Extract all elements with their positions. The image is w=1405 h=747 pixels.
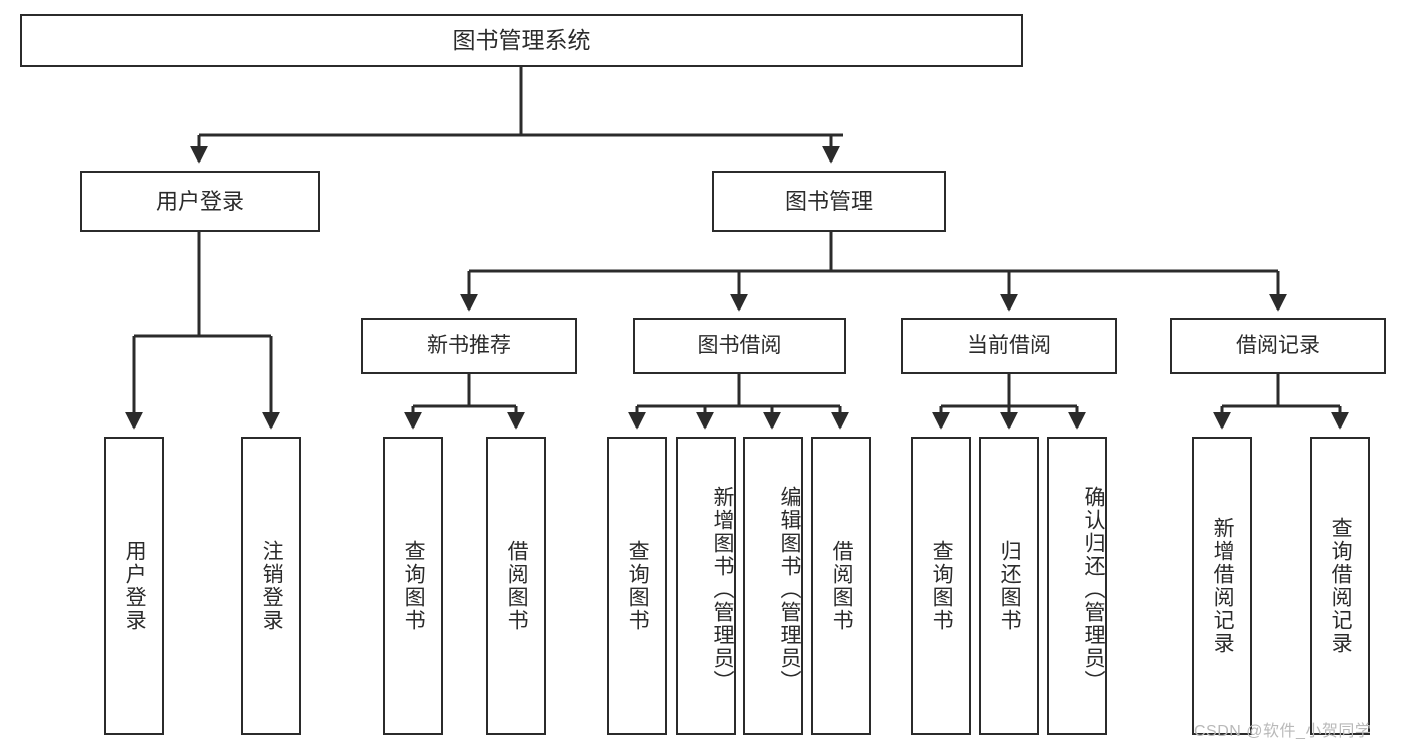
node-current-borrow[interactable]: 当前借阅 xyxy=(901,318,1117,374)
leaf-user-login-0[interactable]: 用户登录 xyxy=(104,437,164,735)
csdn-watermark: CSDN @软件_小贺同学 xyxy=(1194,723,1372,740)
leaf-current-borrow-1-label: 归还图书 xyxy=(998,540,1022,632)
leaf-current-borrow-1[interactable]: 归还图书 xyxy=(979,437,1039,735)
node-book-borrow-label: 图书借阅 xyxy=(697,333,782,357)
leaf-borrow-record-1-label: 查询借阅记录 xyxy=(1329,517,1353,655)
leaf-new-book-1-label: 借阅图书 xyxy=(505,540,529,632)
node-book-borrow[interactable]: 图书借阅 xyxy=(633,318,846,374)
leaf-current-borrow-2[interactable]: 确认归还（管理员） xyxy=(1047,437,1107,735)
node-root[interactable]: 图书管理系统 xyxy=(20,14,1023,67)
leaf-borrow-record-1[interactable]: 查询借阅记录 xyxy=(1310,437,1370,735)
leaf-book-borrow-0-label: 查询图书 xyxy=(626,540,650,632)
leaf-current-borrow-2-label: 确认归还（管理员） xyxy=(1082,485,1105,693)
leaf-new-book-1[interactable]: 借阅图书 xyxy=(486,437,546,735)
leaf-new-book-0[interactable]: 查询图书 xyxy=(383,437,443,735)
leaf-book-borrow-2-label: 编辑图书（管理员） xyxy=(778,485,801,693)
leaf-borrow-record-0-label: 新增借阅记录 xyxy=(1211,517,1235,655)
node-root-label: 图书管理系统 xyxy=(452,27,591,54)
node-borrow-record[interactable]: 借阅记录 xyxy=(1170,318,1386,374)
node-book-manage[interactable]: 图书管理 xyxy=(712,171,946,232)
node-book-manage-label: 图书管理 xyxy=(784,188,873,214)
leaf-book-borrow-1[interactable]: 新增图书（管理员） xyxy=(676,437,736,735)
leaf-current-borrow-0[interactable]: 查询图书 xyxy=(911,437,971,735)
leaf-book-borrow-2[interactable]: 编辑图书（管理员） xyxy=(743,437,803,735)
leaf-book-borrow-0[interactable]: 查询图书 xyxy=(607,437,667,735)
leaf-book-borrow-3[interactable]: 借阅图书 xyxy=(811,437,871,735)
leaf-user-login-0-label: 用户登录 xyxy=(123,540,147,632)
leaf-new-book-0-label: 查询图书 xyxy=(402,540,426,632)
node-current-borrow-label: 当前借阅 xyxy=(967,333,1051,357)
leaf-book-borrow-3-label: 借阅图书 xyxy=(830,540,854,632)
leaf-user-login-1-label: 注销登录 xyxy=(260,540,284,632)
node-new-book-recommend-label: 新书推荐 xyxy=(427,333,511,357)
node-user-login-label: 用户登录 xyxy=(155,188,244,214)
node-new-book-recommend[interactable]: 新书推荐 xyxy=(361,318,577,374)
leaf-current-borrow-0-label: 查询图书 xyxy=(930,540,954,632)
leaf-user-login-1[interactable]: 注销登录 xyxy=(241,437,301,735)
node-borrow-record-label: 借阅记录 xyxy=(1236,333,1320,357)
node-user-login[interactable]: 用户登录 xyxy=(80,171,320,232)
leaf-borrow-record-0[interactable]: 新增借阅记录 xyxy=(1192,437,1252,735)
leaf-book-borrow-1-label: 新增图书（管理员） xyxy=(711,485,734,693)
